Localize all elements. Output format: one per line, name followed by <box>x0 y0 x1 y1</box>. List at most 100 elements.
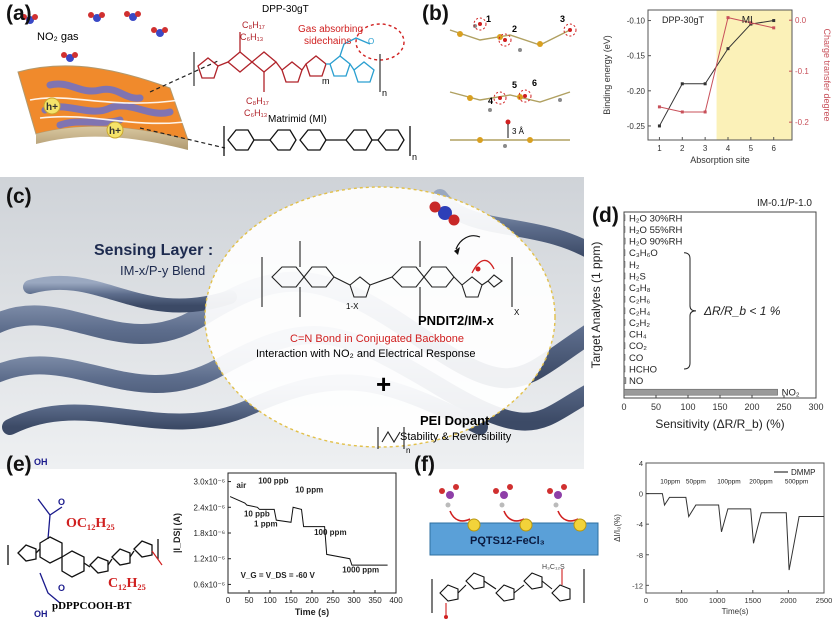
panel-c: Sensing Layer : IM-x/P-y Blend 1-X X n P… <box>0 177 610 469</box>
x-tick-label: 300 <box>347 596 361 605</box>
concentration-annotation: 10ppm <box>660 479 680 486</box>
dopant-label: PEI Dopant <box>420 413 490 428</box>
data-point <box>680 82 684 86</box>
data-point <box>657 124 661 128</box>
panel-label: (f) <box>414 453 435 476</box>
n-subscript: n <box>412 152 417 162</box>
bar-14 <box>623 377 627 384</box>
concentration-annotation: 1 ppm <box>254 520 278 529</box>
x-tick-label: 100 <box>680 402 695 412</box>
bar-4 <box>623 261 626 268</box>
concentration-annotation: 100ppm <box>717 479 741 486</box>
x-tick-label: 4 <box>726 144 731 153</box>
subscript-x: X <box>514 308 520 317</box>
panel-label: (a) <box>6 2 32 25</box>
bar-8 <box>623 307 626 315</box>
concentration-annotation: 10 ppm <box>295 485 323 494</box>
category-label: H₂ <box>629 260 640 271</box>
x-tick-label: 50 <box>651 402 661 412</box>
panel-a-artwork: NO₂ gas h+ h+ DPP-30gT C₈H₁₇ C₈H₁₇ C₆H₁₃… <box>17 4 417 162</box>
concentration-annotation: air <box>236 481 246 490</box>
y-tick-label: -0.20 <box>627 87 646 96</box>
y-tick-label: 2.4x10⁻⁶ <box>193 503 225 512</box>
bond-note: C=N Bond in Conjugated Backbone <box>290 333 464 345</box>
x-tick-label: 5 <box>749 144 754 153</box>
site-number: 2 <box>512 24 517 34</box>
x-tick-label: 200 <box>305 596 319 605</box>
sensing-layer-title: Sensing Layer : <box>94 242 213 259</box>
binding-site-molecules: 1 2 3 4 5 6 3 Å <box>449 14 577 148</box>
dmmp-molecule <box>493 484 513 508</box>
concentration-annotation: 200ppm <box>749 479 773 486</box>
sidechain-note: sidechains <box>304 36 351 47</box>
x-tick-label: 400 <box>389 596 403 605</box>
y-tick-label: -0.25 <box>627 122 646 131</box>
y2-tick-label: -0.2 <box>795 118 809 127</box>
category-label: CH₄ <box>629 330 647 341</box>
x-tick-label: 1000 <box>709 596 726 605</box>
interaction-note: Interaction with NO₂ and Electrical Resp… <box>256 348 475 360</box>
x-tick-label: 500 <box>675 596 688 605</box>
oxygen-label: O <box>368 37 374 46</box>
c6-chain-label: C₆H₁₃ <box>244 108 268 118</box>
data-point <box>749 21 753 25</box>
bar-7 <box>623 295 626 303</box>
x-tick-label: 0 <box>644 596 648 605</box>
sidechain-note: Gas absorbing <box>298 24 363 35</box>
m-subscript: m <box>322 76 330 86</box>
x-tick-label: 100 <box>263 596 277 605</box>
bar-6 <box>623 284 626 291</box>
site-number: 5 <box>512 80 517 90</box>
bar-15 <box>623 388 778 396</box>
data-point <box>772 19 776 23</box>
c12-chain-label: C₁₂H₂₅ <box>108 576 146 591</box>
site-number: 6 <box>532 78 537 88</box>
bar-11 <box>623 342 626 349</box>
bar-3 <box>623 249 626 256</box>
y2-axis-label: Charge transfer degree <box>822 28 832 121</box>
category-label: H₂S <box>629 271 646 282</box>
bar-9 <box>623 319 626 326</box>
data-point <box>772 26 776 30</box>
pqts12-device-schematic: PQTS12-FeCl₃ H₃C₁₂S <box>429 484 599 619</box>
y-tick-label: 0.6x10⁻⁶ <box>193 580 225 589</box>
y-tick-label: 3.0x10⁻⁶ <box>193 478 225 487</box>
y-tick-label: 4 <box>639 459 643 468</box>
shaded-region <box>716 10 792 140</box>
no2-molecule <box>88 12 105 22</box>
category-label: C₃H₆O <box>629 248 658 259</box>
oh-label: OH <box>34 457 48 467</box>
no2-molecule <box>21 14 38 24</box>
data-point <box>726 16 730 20</box>
x-tick-label: 1 <box>657 144 662 153</box>
hole-label: h+ <box>109 126 121 137</box>
c8-chain-label: C₈H₁₇ <box>246 96 269 106</box>
category-label: C₃H₈ <box>629 283 651 294</box>
y-tick-label: -4 <box>636 520 643 529</box>
no2-molecule <box>429 201 460 226</box>
distance-label: 3 Å <box>512 127 525 136</box>
panel-a: NO₂ gas h+ h+ DPP-30gT C₈H₁₇ C₈H₁₇ C₆H₁₃… <box>0 0 418 175</box>
c6-chain-label: C₆H₁₃ <box>240 32 264 42</box>
no2-gas-label: NO₂ gas <box>37 31 79 43</box>
x-tick-label: 0 <box>621 402 626 412</box>
panel-label: (d) <box>592 204 619 227</box>
plot-frame <box>645 462 825 594</box>
y-tick-label: -12 <box>632 581 643 590</box>
polymer-matrimid-label: Matrimid (MI) <box>268 114 327 125</box>
x-tick-label: 250 <box>776 402 791 412</box>
x-tick-label: 50 <box>245 596 254 605</box>
plot-frame <box>647 9 793 141</box>
x-axis-label: Sensitivity (ΔR/R_b) (%) <box>655 417 784 431</box>
category-label: H₂O 90%RH <box>629 237 682 248</box>
no2-molecule <box>124 11 141 21</box>
stability-note: Stability & Reversibility <box>400 431 512 443</box>
molecule-label: pDPPCOOH-BT <box>52 600 132 612</box>
y2-tick-label: -0.1 <box>795 67 809 76</box>
x-tick-label: 2000 <box>780 596 797 605</box>
